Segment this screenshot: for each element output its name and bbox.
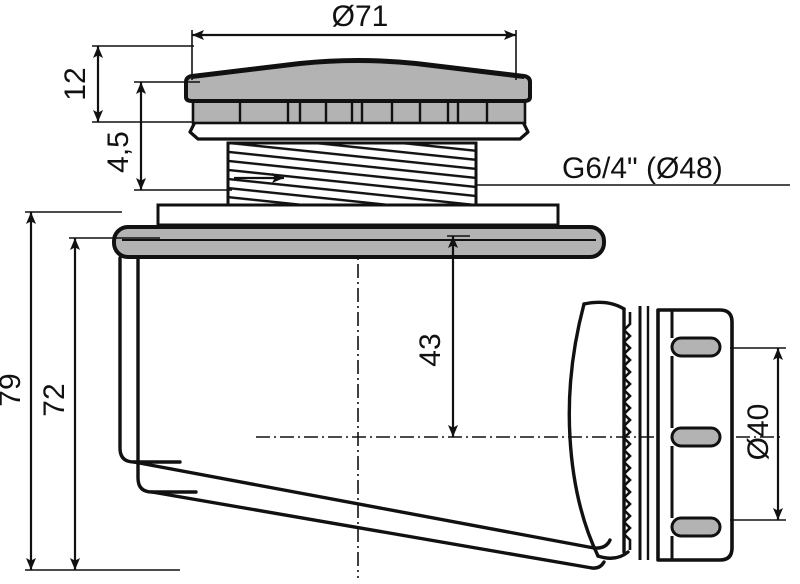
label-total-height: 79: [0, 373, 27, 406]
trap-body: [118, 256, 612, 570]
label-flange-thickness: 4,5: [102, 131, 135, 173]
outlet-top-lead: [582, 300, 626, 311]
nut-rib-middle: [670, 426, 722, 448]
outlet-nut: [656, 308, 734, 562]
seal-ring: [156, 203, 560, 227]
collar-thread-profile: [622, 312, 632, 550]
flange-assembly: [112, 203, 606, 259]
label-thread-spec: G6/4" (Ø48): [562, 152, 723, 185]
nut-internal-walls: [656, 310, 674, 560]
outlet-bottom-lead: [596, 550, 630, 560]
dimension-lines: [26, 30, 783, 570]
label-outlet-diameter: Ø40: [742, 404, 775, 461]
dimension-labels: Ø71 12 4,5 G6/4" (Ø48) 79 72 43 Ø40: [0, 0, 775, 460]
nut-rib-bottom: [670, 516, 722, 538]
flange-bar: [112, 225, 606, 259]
body-bottom-outer-slope: [132, 460, 596, 550]
cap-lip-plate: [188, 120, 530, 141]
nut-ribs: [670, 336, 722, 538]
label-cap-diameter: Ø71: [332, 0, 389, 33]
label-body-height-value: 72: [38, 383, 71, 416]
outlet-thread-collar: [622, 306, 650, 560]
cap-dome-seam: [191, 61, 525, 79]
label-cap-height: 12: [59, 67, 92, 100]
outlet-curved-wall: [567, 302, 600, 558]
cap-assembly: [184, 58, 532, 141]
body-bottom-inner-slope: [150, 490, 594, 570]
label-inner-depth: 43: [414, 333, 447, 366]
body-bottom-right-inner: [590, 560, 606, 570]
nut-rib-top: [670, 336, 722, 358]
